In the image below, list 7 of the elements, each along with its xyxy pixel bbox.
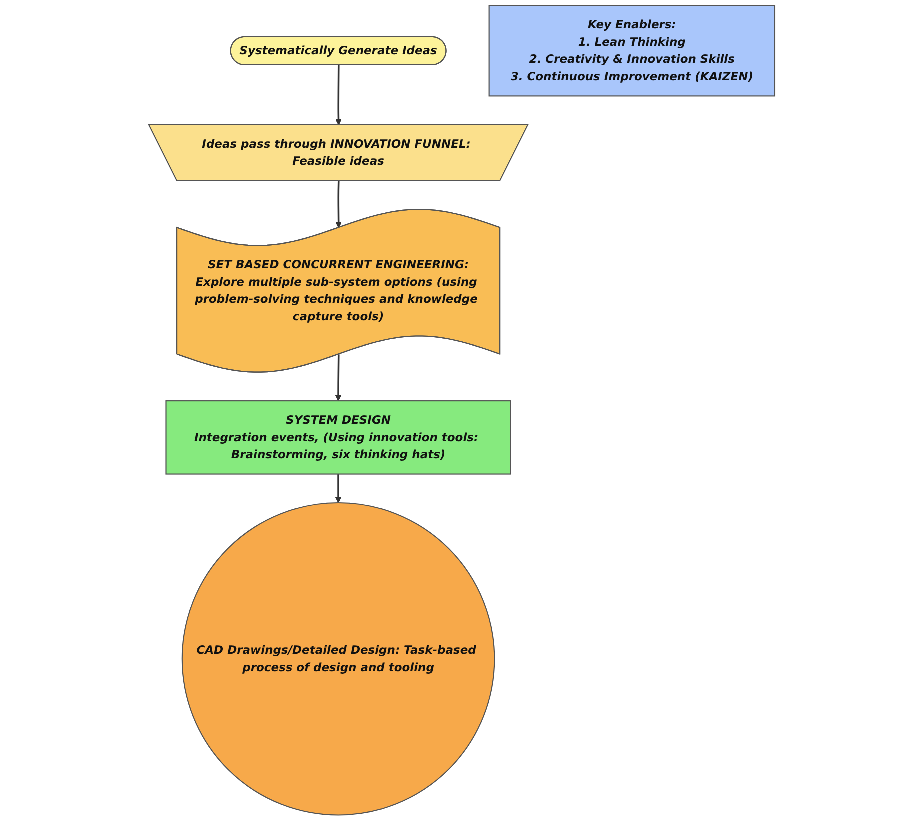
arrow: [336, 65, 342, 126]
node-circle: CAD Drawings/Detailed Design: Task-based process of design and tooling: [182, 502, 496, 816]
arrow: [335, 354, 342, 402]
node-box: SYSTEM DESIGN Integration events, (Using innovation tools: Brainstorming, six thinking hats): [166, 400, 512, 475]
arrow: [335, 474, 342, 504]
arrow: [336, 181, 342, 228]
node-box: Key Enablers: 1. Lean Thinking 2. Creativity & Innovation Skills 3. Continuous Improvement (KAIZEN): [488, 5, 776, 97]
